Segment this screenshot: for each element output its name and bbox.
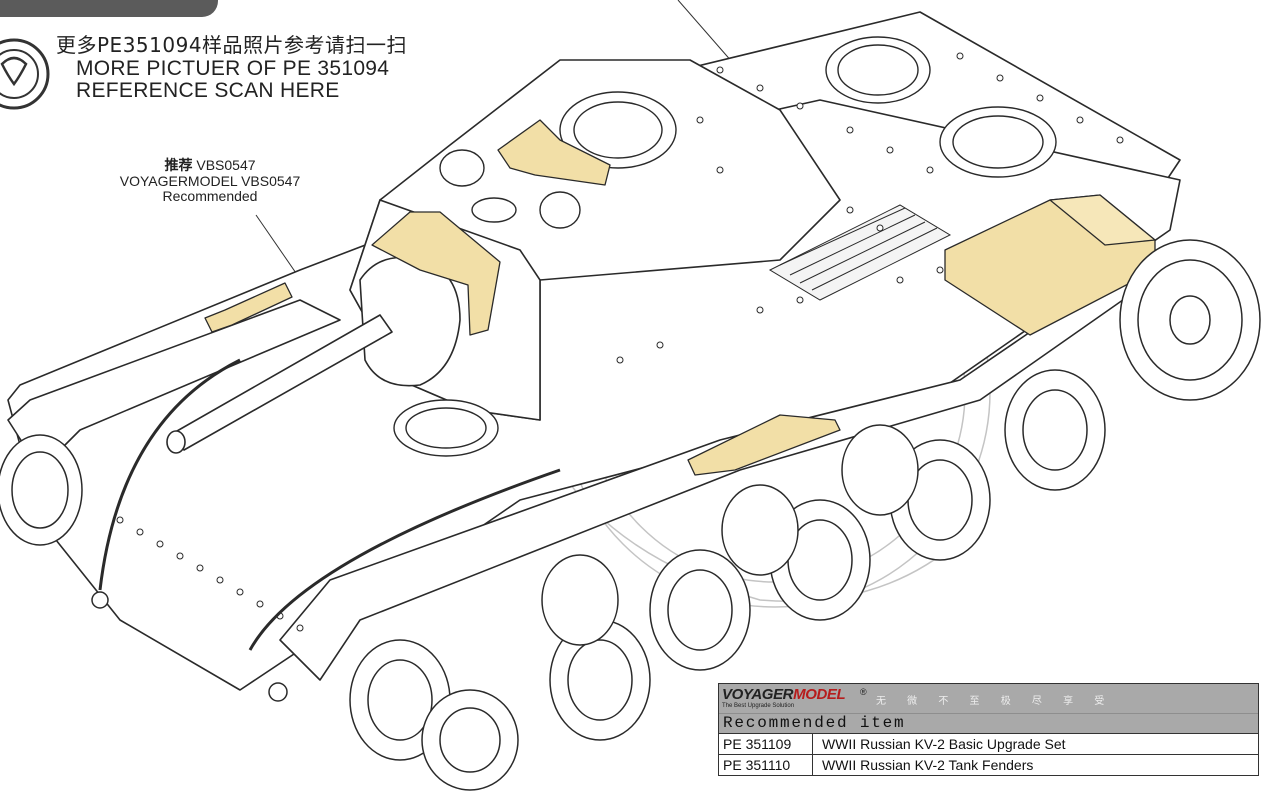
scan-notice-en-line2: REFERENCE SCAN HERE xyxy=(76,79,340,102)
brand-logo-part2: MODEL xyxy=(793,686,846,703)
item-name: WWII Russian KV-2 Tank Fenders xyxy=(822,757,1034,773)
scan-notice-en-line1: MORE PICTUER OF PE 351094 xyxy=(76,57,390,80)
recommended-callout: 推荐 VBS0547 VOYAGERMODEL VBS0547 Recommen… xyxy=(84,158,336,204)
pe-headlight-guard xyxy=(371,211,501,336)
table-row: PE 351110 WWII Russian KV-2 Tank Fenders xyxy=(719,754,1258,775)
photo-etch-parts xyxy=(204,119,1156,476)
item-name: WWII Russian KV-2 Basic Upgrade Set xyxy=(822,736,1066,752)
pe-floor-plate xyxy=(687,414,841,476)
scan-notice-cn: 更多PE351094样品照片参考请扫一扫 xyxy=(56,33,408,57)
rivets xyxy=(116,52,1124,632)
pe-tool-clamp xyxy=(204,282,293,333)
recommended-items-table: VOYAGERMODEL ® The Best Upgrade Solution… xyxy=(718,683,1259,776)
brand-slogan: 无 微 不 至 极 尽 享 受 xyxy=(876,696,1114,707)
pe-hatch-bracket xyxy=(497,119,611,186)
engine-grille xyxy=(768,204,952,301)
callout-brand-line: VOYAGERMODEL VBS0547 xyxy=(119,173,301,189)
qr-header-tab xyxy=(0,0,218,17)
brand-registered-mark: ® xyxy=(860,687,867,697)
road-wheels xyxy=(0,369,1106,791)
brand-bar: VOYAGERMODEL ® The Best Upgrade Solution… xyxy=(719,684,1258,713)
scan-notice-en: MORE PICTUER OF PE 351094 REFERENCE SCAN… xyxy=(76,58,389,102)
item-code: PE 351110 xyxy=(719,755,813,775)
table-row: PE 351109 WWII Russian KV-2 Basic Upgrad… xyxy=(719,733,1258,754)
drive-sprocket xyxy=(1119,239,1261,401)
brand-logo-part1: VOYAGER xyxy=(722,686,794,703)
table-header: Recommended item xyxy=(719,713,1258,733)
callout-cn-label: 推荐 xyxy=(164,158,193,174)
callout-recommended: Recommended xyxy=(162,188,258,204)
item-code: PE 351109 xyxy=(719,734,813,754)
brand-logo: VOYAGERMODEL xyxy=(722,686,846,703)
tow-cables xyxy=(98,358,561,651)
callout-code: VBS0547 xyxy=(196,157,256,173)
brand-tagline: The Best Upgrade Solution xyxy=(722,703,795,709)
qr-seal-icon xyxy=(0,38,50,110)
